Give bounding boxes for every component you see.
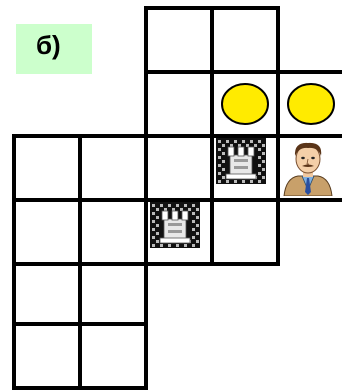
grid-cell-r5-c0	[12, 322, 82, 390]
grid-cell-r1-c4	[276, 70, 342, 138]
grid-cell-r2-c3	[210, 134, 280, 202]
grid-cell-r2-c4	[276, 134, 342, 202]
grid-cell-r2-c0	[12, 134, 82, 202]
grid-cell-r3-c1	[78, 198, 148, 266]
grid-cell-r4-c0	[12, 262, 82, 330]
grid-cell-r1-c2	[144, 70, 214, 138]
grid-cell-r2-c1	[78, 134, 148, 202]
grid-cell-r2-c2	[144, 134, 214, 202]
grid-cell-r4-c1	[78, 262, 148, 330]
puzzle-label: б)	[16, 24, 92, 74]
grid-cell-r0-c2	[144, 6, 214, 74]
grid-cell-r3-c3	[210, 198, 280, 266]
grid-cell-r1-c3	[210, 70, 280, 138]
grid-cell-r0-c3	[210, 6, 280, 74]
grid-cell-r3-c2	[144, 198, 214, 266]
grid-cell-r5-c1	[78, 322, 148, 390]
grid-cell-r3-c0	[12, 198, 82, 266]
